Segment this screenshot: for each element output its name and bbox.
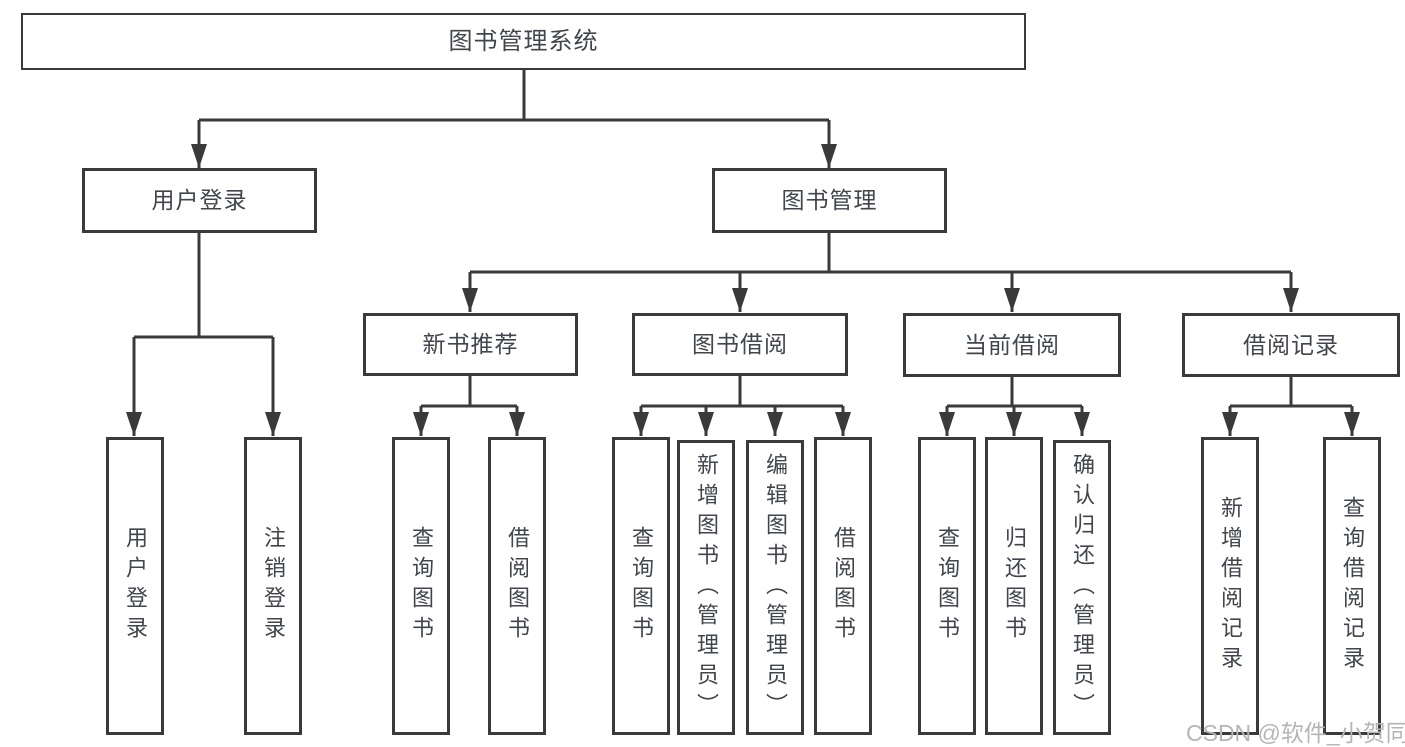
node-borrow-record: 借阅记录 (1182, 313, 1400, 377)
leaf-edit-books-admin: 编辑图书（管理员） (746, 440, 804, 735)
node-new-book-recommend: 新书推荐 (363, 313, 578, 376)
leaf-query-books-recommend: 查询图书 (392, 437, 450, 735)
csdn-watermark: CSDN @软件_小贺同学 (1186, 720, 1405, 746)
node-book-borrow: 图书借阅 (632, 313, 848, 376)
leaf-confirm-return-admin: 确认归还（管理员） (1053, 440, 1111, 735)
leaf-add-borrow-record: 新增借阅记录 (1201, 437, 1259, 735)
leaf-user-login: 用户登录 (106, 437, 164, 735)
leaf-borrow-books: 借阅图书 (814, 437, 872, 735)
leaf-query-books-borrow: 查询图书 (612, 437, 670, 735)
leaf-borrow-books-recommend: 借阅图书 (488, 437, 546, 735)
leaf-query-books-current: 查询图书 (918, 437, 976, 735)
leaf-query-borrow-record: 查询借阅记录 (1323, 437, 1381, 735)
node-book-management: 图书管理 (712, 168, 947, 233)
leaf-add-books-admin: 新增图书（管理员） (677, 440, 735, 735)
node-current-borrow: 当前借阅 (903, 313, 1121, 377)
node-user-login: 用户登录 (82, 168, 317, 233)
node-library-management-system: 图书管理系统 (21, 13, 1026, 70)
leaf-logout: 注销登录 (244, 437, 302, 735)
leaf-return-books: 归还图书 (985, 437, 1043, 735)
